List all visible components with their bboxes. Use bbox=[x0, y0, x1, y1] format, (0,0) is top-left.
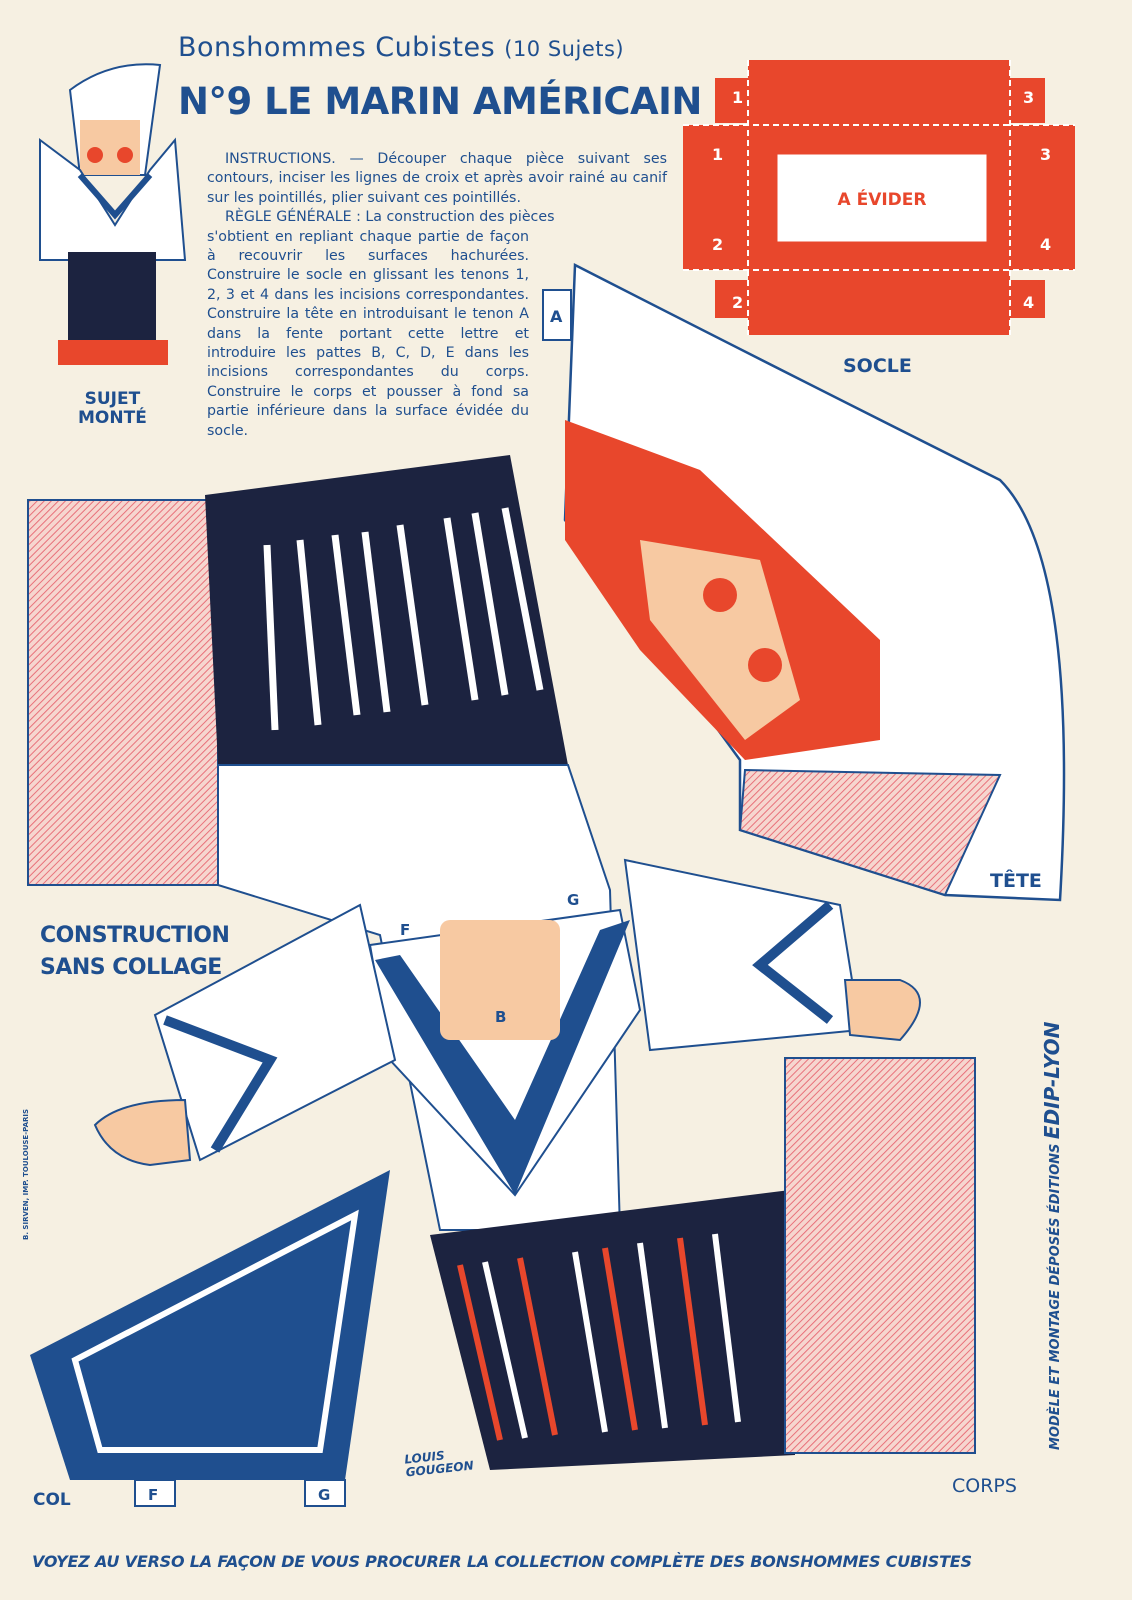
publisher-name: EDIP-LYON bbox=[1040, 1021, 1064, 1140]
socle-piece bbox=[683, 60, 1075, 335]
head-tab-a: A bbox=[550, 307, 563, 326]
monte-label: MONTÉ bbox=[78, 408, 147, 428]
corps-piece bbox=[93, 858, 921, 1197]
socle-slot-2: 2 bbox=[712, 235, 723, 254]
col-tab-g: G bbox=[318, 1486, 330, 1504]
slot-f: F bbox=[400, 921, 410, 939]
socle-slot-4: 4 bbox=[1040, 235, 1051, 254]
construction-sans-collage: CONSTRUCTION SANS COLLAGE bbox=[40, 920, 230, 984]
instructions-paragraph-2: s'obtient en repliant chaque partie de f… bbox=[207, 228, 529, 439]
footer-note: VOYEZ AU VERSO LA FAÇON DE VOUS PROCURER… bbox=[32, 1552, 972, 1571]
instructions: INSTRUCTIONS. — Découper chaque pièce su… bbox=[207, 150, 667, 441]
subject-title: N°9 LE MARIN AMÉRICAIN bbox=[178, 80, 702, 123]
slot-b: B bbox=[495, 1008, 506, 1026]
col-label: COL bbox=[33, 1490, 71, 1510]
slot-g: G bbox=[567, 891, 579, 909]
tete-label: TÊTE bbox=[990, 870, 1042, 892]
pants-lower bbox=[430, 1057, 976, 1470]
instructions-paragraph-1: INSTRUCTIONS. — Découper chaque pièce su… bbox=[207, 151, 667, 206]
series-count: (10 Sujets) bbox=[504, 37, 625, 61]
construction-line-2: SANS COLLAGE bbox=[40, 955, 222, 980]
publisher-prefix: MODÈLE ET MONTAGE DÉPOSÉS ÉDITIONS bbox=[1048, 1143, 1063, 1450]
sujet-label: SUJET bbox=[84, 389, 141, 409]
publisher-credit: MODÈLE ET MONTAGE DÉPOSÉS ÉDITIONS EDIP-… bbox=[1040, 1022, 1064, 1450]
col-tab-f: F bbox=[148, 1486, 158, 1504]
printer-credit: B. SIRVEN, IMP. TOULOUSE-PARIS bbox=[22, 1108, 30, 1240]
a-evider-label: A ÉVIDER bbox=[838, 188, 927, 210]
socle-tab-4: 4 bbox=[1023, 293, 1034, 312]
assembled-figure bbox=[39, 63, 187, 365]
tete-piece bbox=[542, 262, 1066, 902]
construction-line-1: CONSTRUCTION bbox=[40, 923, 230, 948]
series-name: Bonshommes Cubistes bbox=[178, 32, 496, 63]
socle-tab-1: 1 bbox=[732, 88, 743, 107]
instructions-paragraph-2-intro: RÈGLE GÉNÉRALE : La construction des piè… bbox=[225, 209, 555, 226]
corps-label: CORPS bbox=[952, 1475, 1017, 1497]
socle-slot-1: 1 bbox=[712, 145, 723, 164]
socle-label: SOCLE bbox=[843, 355, 912, 377]
socle-tab-3: 3 bbox=[1023, 88, 1034, 107]
col-piece bbox=[30, 1170, 390, 1507]
sujet-monte-label: SUJET MONTÉ bbox=[78, 390, 147, 428]
series-title: Bonshommes Cubistes (10 Sujets) bbox=[178, 32, 624, 63]
socle-tab-2: 2 bbox=[732, 293, 743, 312]
socle-slot-3: 3 bbox=[1040, 145, 1051, 164]
